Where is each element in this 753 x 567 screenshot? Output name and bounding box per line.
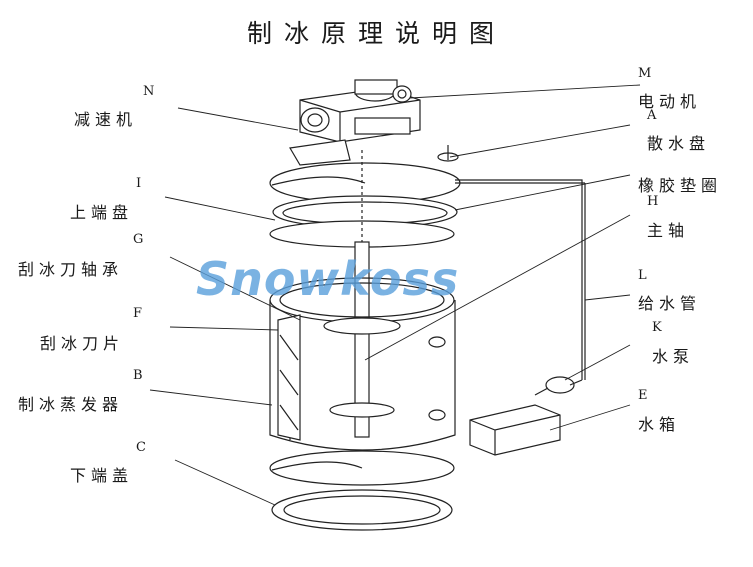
label-code-N: N <box>143 84 155 99</box>
label-code-G: G <box>133 232 144 247</box>
label-code-L: L <box>638 268 647 283</box>
label-main-shaft: 主轴 <box>647 221 690 240</box>
scraper-blade-part <box>277 314 301 441</box>
water-tank-part <box>469 404 561 456</box>
label-code-H: H <box>647 194 659 209</box>
label-code-E: E <box>638 388 648 403</box>
gear-reducer-part <box>289 87 421 166</box>
label-feed-pipe: 给水管 <box>638 294 702 313</box>
label-gear-reducer: 减速机 <box>74 110 138 129</box>
label-rubber-ring: 橡胶垫圈 <box>638 176 723 195</box>
label-motor: 电动机 <box>638 92 702 111</box>
diagram-title: 制冰原理说明图 <box>246 19 506 48</box>
label-code-K: K <box>652 320 662 335</box>
label-code-F: F <box>133 306 143 321</box>
label-code-C: C <box>136 440 146 455</box>
label-water-pump: 水泵 <box>652 347 695 366</box>
brand-watermark: Snowkoss <box>196 252 460 306</box>
label-code-M: M <box>638 66 652 81</box>
lower-end-cover-part <box>269 450 455 531</box>
label-scraper-blade: 刮冰刀片 <box>40 334 125 353</box>
label-upper-end-disc: 上端盘 <box>70 203 134 222</box>
feed-pipe-part <box>455 179 583 386</box>
label-water-tank: 水箱 <box>638 415 681 434</box>
label-water-plate: 散水盘 <box>647 134 711 153</box>
motor-part <box>354 79 412 103</box>
label-code-B: B <box>133 368 143 383</box>
label-evaporator: 制冰蒸发器 <box>18 395 124 414</box>
label-code-A: A <box>647 108 657 123</box>
label-scraper-bearing: 刮冰刀轴承 <box>18 260 124 279</box>
water-pump-part <box>534 376 575 396</box>
label-lower-end-cover: 下端盖 <box>70 466 134 485</box>
label-code-I: I <box>136 176 142 191</box>
